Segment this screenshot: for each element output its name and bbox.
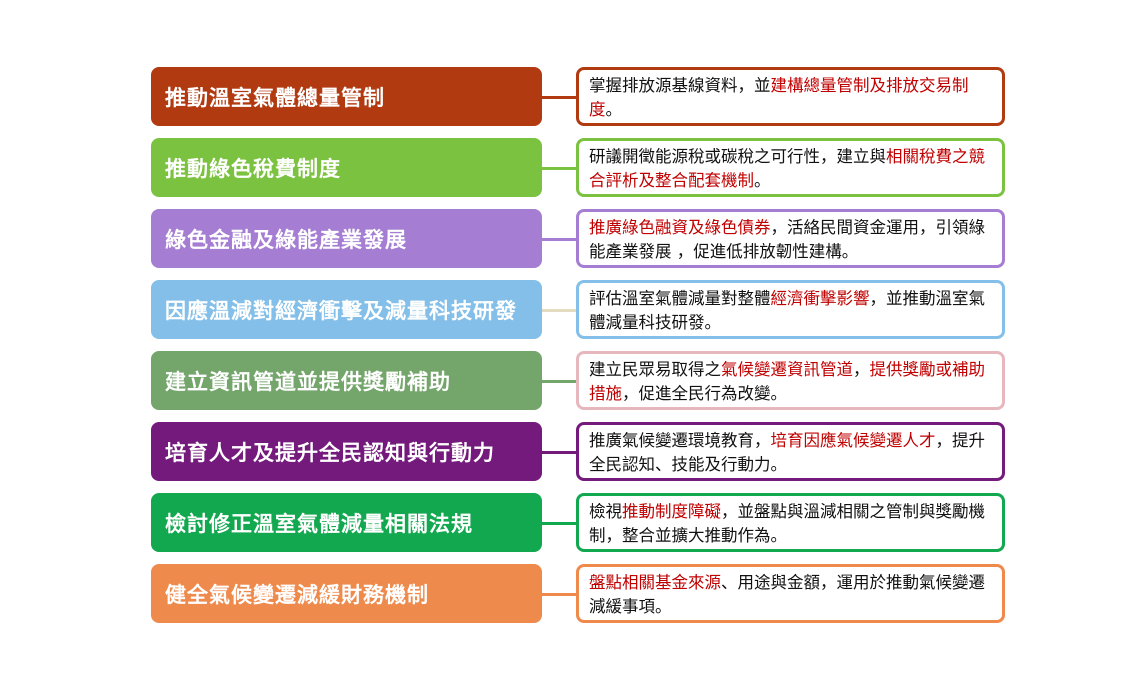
description-highlight: 推廣綠色融資及綠色債券 <box>589 218 771 237</box>
policy-title-box: 健全氣候變遷減緩財務機制 <box>151 564 542 623</box>
policy-description-box: 建立民眾易取得之氣候變遷資訊管道，提供獎勵或補助措施，促進全民行為改變。 <box>576 351 1005 410</box>
description-text: 研議開徵能源稅或碳稅之可行性，建立與 <box>589 147 886 166</box>
description-text: 評估溫室氣體減量對整體 <box>589 289 771 308</box>
connector-line <box>542 96 576 99</box>
policy-title: 健全氣候變遷減緩財務機制 <box>165 582 429 607</box>
policy-title: 綠色金融及綠能產業發展 <box>165 227 407 252</box>
description-highlight: 建構總量管制及排放交易制度 <box>589 76 969 119</box>
policy-row: 綠色金融及綠能產業發展 推廣綠色融資及綠色債券，活絡民間資金運用，引領綠能產業發展… <box>0 209 1140 271</box>
policy-title: 培育人才及提升全民認知與行動力 <box>165 440 495 465</box>
description-text: 檢視 <box>589 502 622 521</box>
policy-title-box: 推動溫室氣體總量管制 <box>151 67 542 126</box>
description-text: ， <box>853 360 870 379</box>
connector-line <box>542 238 576 241</box>
connector-line <box>542 309 576 312</box>
policy-title-box: 培育人才及提升全民認知與行動力 <box>151 422 542 481</box>
description-text: ，活絡民間資金運用，引領綠能產業發展 ，促進低排放韌性建構。 <box>589 218 985 261</box>
policy-title: 建立資訊管道並提供獎勵補助 <box>165 369 451 394</box>
policy-row: 因應溫減對經濟衝擊及減量科技研發 評估溫室氣體減量對整體經濟衝擊影響，並推動溫室氣… <box>0 280 1140 342</box>
description-highlight: 相關稅費之競合評析及整合配套機制 <box>589 147 985 190</box>
description-text: ，並盤點與溫減相關之管制與獎勵機制，整合並擴大推動作為。 <box>589 502 985 545</box>
connector-line <box>542 593 576 596</box>
connector-line <box>542 380 576 383</box>
connector-line <box>542 451 576 454</box>
description-highlight: 盤點相關基金來源 <box>589 573 721 592</box>
connector-line <box>542 522 576 525</box>
policy-description-box: 研議開徵能源稅或碳稅之可行性，建立與相關稅費之競合評析及整合配套機制。 <box>576 138 1005 197</box>
description-highlight: 經濟衝擊影響 <box>770 289 870 308</box>
policy-description-box: 掌握排放源基線資料，並建構總量管制及排放交易制度。 <box>576 67 1005 126</box>
description-text: ，促進全民行為改變。 <box>622 384 787 403</box>
description-highlight: 推動制度障礙 <box>622 502 721 521</box>
policy-row: 檢討修正溫室氣體減量相關法規 檢視推動制度障礙，並盤點與溫減相關之管制與獎勵機制，… <box>0 493 1140 555</box>
description-highlight: 提供獎勵或補助措施 <box>589 360 985 403</box>
description-text: 、用途與金額，運用於推動氣候變遷減緩事項。 <box>589 573 985 616</box>
description-highlight: 氣候變遷資訊管道 <box>721 360 853 379</box>
description-text: 建立民眾易取得之 <box>589 360 721 379</box>
policy-title-box: 建立資訊管道並提供獎勵補助 <box>151 351 542 410</box>
policy-description-box: 檢視推動制度障礙，並盤點與溫減相關之管制與獎勵機制，整合並擴大推動作為。 <box>576 493 1005 552</box>
policy-row: 推動綠色稅費制度 研議開徵能源稅或碳稅之可行性，建立與相關稅費之競合評析及整合配套… <box>0 138 1140 200</box>
policy-title: 因應溫減對經濟衝擊及減量科技研發 <box>165 298 517 323</box>
policy-title: 檢討修正溫室氣體減量相關法規 <box>165 511 473 536</box>
policy-title: 推動溫室氣體總量管制 <box>165 85 385 110</box>
policy-row: 推動溫室氣體總量管制 掌握排放源基線資料，並建構總量管制及排放交易制度。 <box>0 67 1140 129</box>
description-text: 。 <box>605 100 623 119</box>
policy-row: 建立資訊管道並提供獎勵補助 建立民眾易取得之氣候變遷資訊管道，提供獎勵或補助措施，… <box>0 351 1140 413</box>
policy-title: 推動綠色稅費制度 <box>165 156 341 181</box>
policy-title-box: 因應溫減對經濟衝擊及減量科技研發 <box>151 280 542 339</box>
description-highlight: 培育因應氣候變遷人才 <box>770 431 936 450</box>
description-text: 。 <box>754 171 771 190</box>
policy-description-box: 推廣綠色融資及綠色債券，活絡民間資金運用，引領綠能產業發展 ，促進低排放韌性建構… <box>576 209 1005 268</box>
description-text: 推廣氣候變遷環境教育， <box>589 431 771 450</box>
description-text: ，提升全民認知、技能及行動力。 <box>589 431 985 474</box>
connector-line <box>542 167 576 170</box>
policy-description-box: 評估溫室氣體減量對整體經濟衝擊影響，並推動溫室氣體減量科技研發。 <box>576 280 1005 339</box>
description-text: 掌握排放源基線資料，並 <box>589 76 771 95</box>
policy-row: 健全氣候變遷減緩財務機制 盤點相關基金來源、用途與金額，運用於推動氣候變遷減緩事項… <box>0 564 1140 626</box>
policy-description-box: 盤點相關基金來源、用途與金額，運用於推動氣候變遷減緩事項。 <box>576 564 1005 623</box>
policy-title-box: 檢討修正溫室氣體減量相關法規 <box>151 493 542 552</box>
policy-title-box: 綠色金融及綠能產業發展 <box>151 209 542 268</box>
policy-title-box: 推動綠色稅費制度 <box>151 138 542 197</box>
policy-row: 培育人才及提升全民認知與行動力 推廣氣候變遷環境教育，培育因應氣候變遷人才，提升全… <box>0 422 1140 484</box>
policy-description-box: 推廣氣候變遷環境教育，培育因應氣候變遷人才，提升全民認知、技能及行動力。 <box>576 422 1005 481</box>
description-text: ，並推動溫室氣體減量科技研發。 <box>589 289 985 332</box>
